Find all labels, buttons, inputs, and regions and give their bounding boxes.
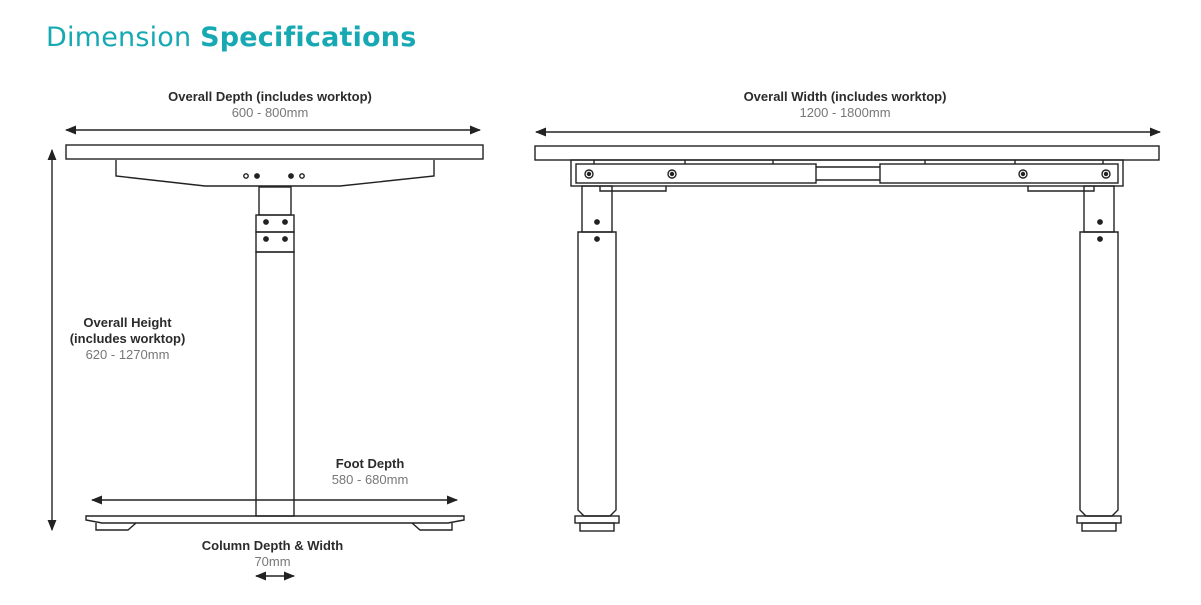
column-bolt [594, 219, 600, 225]
side-column-top [258, 186, 292, 216]
side-view [47, 125, 484, 581]
frame-tab-left [599, 186, 667, 192]
overall-height-value: 620 - 1270mm [85, 347, 170, 362]
side-column-clamp [255, 214, 295, 233]
front-beam-right [879, 163, 1119, 184]
side-bracket [115, 160, 435, 187]
side-column-leg [255, 251, 295, 517]
front-view [534, 127, 1162, 532]
column-bolt [1097, 219, 1103, 225]
beam-bolt [667, 169, 677, 179]
beam-bolt [1101, 169, 1111, 179]
title-bold: Specifications [200, 22, 417, 53]
front-right-foot-pad [1081, 522, 1117, 532]
column-value: 70mm [254, 554, 291, 569]
front-left-column-top [581, 185, 613, 233]
front-left-column-leg [577, 231, 617, 517]
beam-bolt-center [1103, 171, 1109, 177]
bracket-hole [299, 173, 305, 179]
column-bolt [1097, 236, 1103, 242]
foot-pad-left [95, 522, 137, 531]
front-left-foot [574, 515, 620, 524]
front-worktop [534, 145, 1160, 161]
beam-bolt [584, 169, 594, 179]
column-bolt [594, 236, 600, 242]
overall-width-value: 1200 - 1800mm [799, 105, 891, 120]
foot-pad-right [411, 522, 453, 531]
beam-bolt-center [669, 171, 675, 177]
front-right-foot [1076, 515, 1122, 524]
foot-depth-label: Foot Depth 580 - 680mm [300, 456, 440, 488]
page-title: Dimension Specifications [46, 22, 417, 53]
foot-depth-heading: Foot Depth [335, 456, 405, 471]
side-foot [85, 515, 465, 524]
overall-depth-value: 600 - 800mm [231, 105, 309, 120]
overall-depth-label: Overall Depth (includes worktop) 600 - 8… [130, 89, 410, 121]
beam-bolt [1018, 169, 1028, 179]
beam-bolt-center [586, 171, 592, 177]
column-bolt [263, 219, 269, 225]
front-frame [570, 159, 1124, 187]
front-left-foot-pad [579, 522, 615, 532]
overall-width-heading: Overall Width (includes worktop) [743, 89, 947, 104]
beam-bolt-center [1020, 171, 1026, 177]
frame-tab-right [1027, 186, 1095, 192]
column-label: Column Depth & Width 70mm [180, 538, 365, 570]
bracket-bolt [288, 173, 294, 179]
side-column-clamp [255, 231, 295, 253]
column-bolt [282, 236, 288, 242]
foot-depth-value: 580 - 680mm [331, 472, 409, 487]
overall-width-label: Overall Width (includes worktop) 1200 - … [700, 89, 990, 121]
column-bolt [282, 219, 288, 225]
front-right-column-top [1083, 185, 1115, 233]
overall-height-label: Overall Height (includes worktop) 620 - … [55, 315, 200, 363]
bracket-hole [243, 173, 249, 179]
title-light: Dimension [46, 22, 192, 53]
overall-depth-heading: Overall Depth (includes worktop) [168, 89, 372, 104]
front-beam-left [575, 163, 817, 184]
overall-height-heading-1: Overall Height [83, 315, 172, 330]
front-right-column-leg [1079, 231, 1119, 517]
overall-height-heading-2: (includes worktop) [69, 331, 186, 346]
bracket-bolt [254, 173, 260, 179]
side-worktop [65, 144, 484, 160]
column-bolt [263, 236, 269, 242]
column-heading: Column Depth & Width [201, 538, 344, 553]
